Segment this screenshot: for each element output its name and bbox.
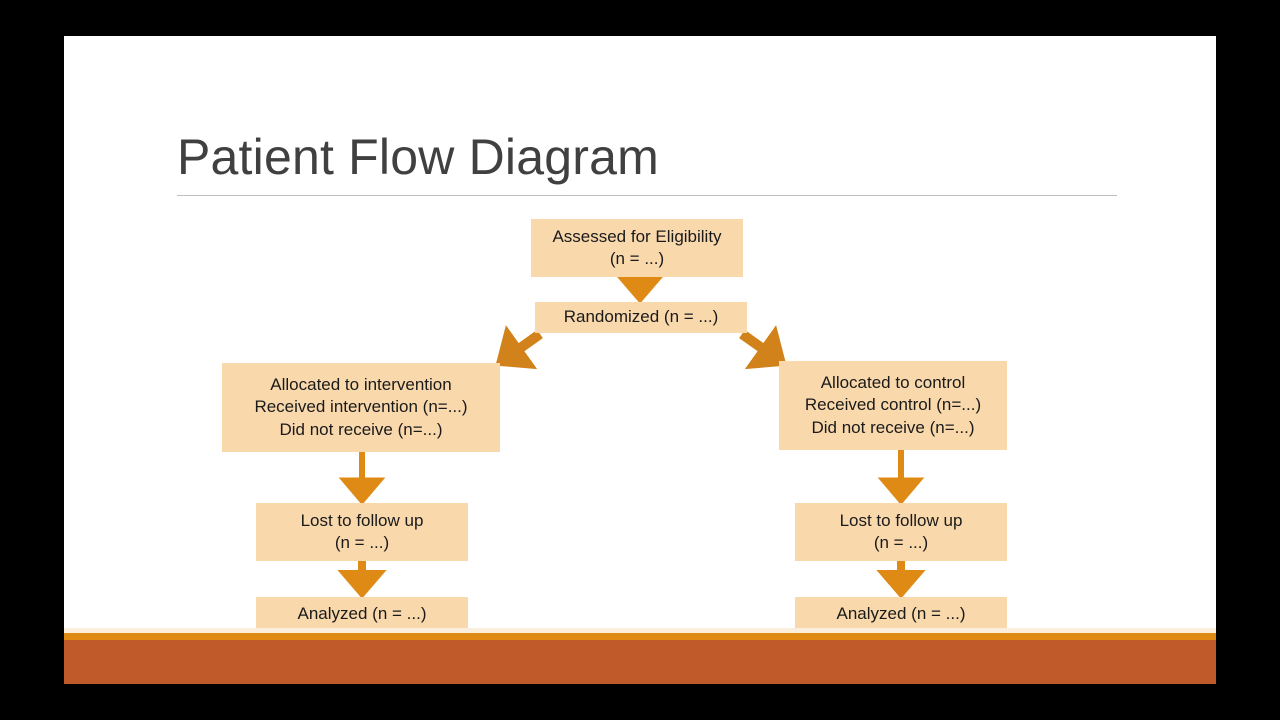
node-line: Allocated to control bbox=[820, 372, 966, 392]
title-divider-rule bbox=[177, 195, 1117, 196]
node-line: Lost to follow up bbox=[839, 510, 963, 530]
footer-band-gold bbox=[64, 633, 1216, 640]
flow-connector-layer bbox=[337, 274, 926, 599]
footer-band-rust bbox=[64, 640, 1216, 684]
node-allocated-to-intervention: Allocated to intervention Received inter… bbox=[222, 363, 500, 452]
node-lost-to-follow-up-control: Lost to follow up (n = ...) bbox=[795, 503, 1007, 561]
edge-randomized-to-alloc-right bbox=[739, 325, 787, 370]
node-allocated-to-control: Allocated to control Received control (n… bbox=[779, 361, 1007, 450]
node-analyzed-intervention: Analyzed (n = ...) bbox=[256, 597, 468, 631]
node-line: (n = ...) bbox=[609, 249, 665, 268]
node-line: Analyzed (n = ...) bbox=[836, 603, 966, 623]
slide-title-block: Patient Flow Diagram bbox=[177, 130, 1117, 196]
node-assessed-for-eligibility: Assessed for Eligibility (n = ...) bbox=[531, 219, 743, 277]
node-line: (n = ...) bbox=[873, 533, 929, 552]
node-line: (n = ...) bbox=[334, 533, 390, 552]
edge-randomized-to-alloc-left bbox=[495, 325, 543, 370]
footer-band-cream bbox=[64, 628, 1216, 633]
page-title: Patient Flow Diagram bbox=[177, 129, 659, 185]
node-analyzed-control: Analyzed (n = ...) bbox=[795, 597, 1007, 631]
node-lost-to-follow-up-intervention: Lost to follow up (n = ...) bbox=[256, 503, 468, 561]
node-randomized: Randomized (n = ...) bbox=[535, 302, 747, 333]
node-line: Allocated to intervention bbox=[270, 374, 452, 394]
node-line: Randomized (n = ...) bbox=[563, 307, 719, 327]
node-line: Received intervention (n=...) bbox=[254, 397, 468, 417]
node-line: Assessed for Eligibility bbox=[552, 226, 722, 246]
patient-flow-diagram: Assessed for Eligibility (n = ...) Rando… bbox=[64, 36, 1216, 684]
node-line: Received control (n=...) bbox=[804, 395, 982, 415]
node-line: Did not receive (n=...) bbox=[811, 417, 975, 437]
node-line: Analyzed (n = ...) bbox=[297, 603, 427, 623]
node-line: Did not receive (n=...) bbox=[279, 419, 443, 439]
node-line: Lost to follow up bbox=[300, 510, 424, 530]
presentation-slide: Patient Flow Diagram bbox=[64, 36, 1216, 684]
